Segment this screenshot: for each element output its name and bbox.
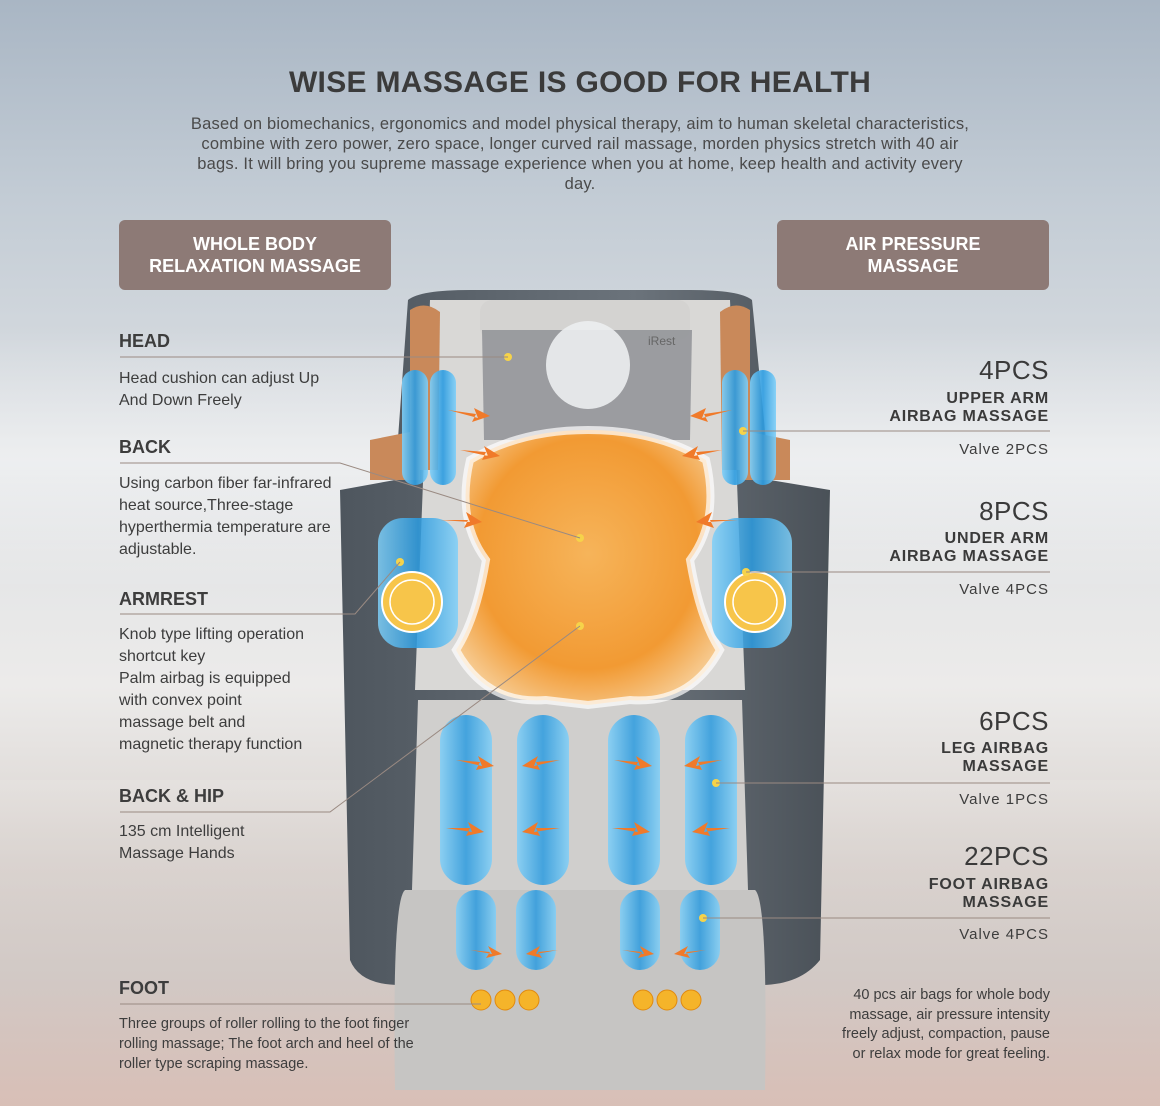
airbag-foot-4 [680,890,720,970]
leader-armrest [120,561,401,615]
upper-arm-title: UPPER ARM AIRBAG MASSAGE [889,390,1049,425]
arrow-5 [440,512,482,528]
leader-hip [120,625,581,813]
feature-armrest-text: Knob type lifting operation shortcut key… [119,626,305,753]
leg-valve: Valve 1PCS [959,791,1049,808]
airbag-foot-1 [456,890,496,970]
arrow-1 [448,408,490,422]
pressure-arrows [440,408,738,958]
leader-back [120,462,581,539]
feature-back-text: Using carbon fiber far-infrared heat sou… [119,475,332,558]
arrow-3 [690,408,732,422]
head-silhouette [546,321,630,409]
under-arm-count: 8PCS [979,496,1049,526]
roller-6 [680,989,702,1011]
leg-title: LEG AIRBAG MASSAGE [941,740,1049,775]
arrow-6 [696,512,738,528]
airbag-upper-right-1 [722,370,748,485]
brand-logo: iRest [648,334,676,348]
airbag-leg-1 [440,715,492,885]
arrow-9 [614,756,652,770]
air-pressure-banner: AIR PRESSURE MASSAGE [777,220,1049,290]
feature-foot-title: FOOT [119,978,169,998]
intro-paragraph: Based on biomechanics, ergonomics and mo… [190,115,970,193]
airbag-foot-3 [620,890,660,970]
airbag-leg-4 [685,715,737,885]
airbag-upper-left-1 [402,370,428,485]
arrow-16 [526,946,558,958]
leg-rest [412,700,748,890]
upper-arm-valve: Valve 2PCS [959,441,1049,458]
airbag-upper-left-2 [430,370,456,485]
roller-2 [494,989,516,1011]
magnet-right [724,571,786,633]
airbag-leg-2 [517,715,569,885]
arrow-17 [622,946,654,958]
foot-airbag-title: FOOT AIRBAG MASSAGE [928,876,1049,911]
feature-back-hip-text: 135 cm Intelligent Massage Hands [119,823,245,862]
airbag-foot-2 [516,890,556,970]
arrow-14 [692,822,730,836]
feature-foot-text: Three groups of roller rolling to the fo… [119,1016,414,1072]
feature-armrest-title: ARMREST [119,589,208,609]
upper-arm-count: 4PCS [979,355,1049,385]
left-leader-lines [120,356,581,1005]
arrow-13 [612,822,650,836]
feature-head-title: HEAD [119,331,171,351]
feature-head-text: Head cushion can adjust Up And Down Free… [119,370,320,409]
airbag-footnote: 40 pcs air bags for whole body massage, … [842,987,1050,1062]
foot-rollers [470,989,702,1011]
under-arm-title: UNDER ARM AIRBAG MASSAGE [889,530,1049,565]
upper-arm-airbags [402,370,776,485]
air-pressure-banner-label: AIR PRESSURE MASSAGE [845,234,981,276]
arrow-2 [460,446,500,460]
arrow-4 [682,446,722,460]
arrow-12 [522,822,560,836]
magnet-left-ring [389,579,435,625]
arrow-10 [684,756,722,770]
page-title: WISE MASSAGE IS GOOD FOR HEALTH [288,66,872,99]
under-arm-valve: Valve 4PCS [959,581,1049,598]
whole-body-banner: WHOLE BODY RELAXATION MASSAGE [119,220,391,290]
magnet-right-ring [732,579,778,625]
airbag-leg-3 [608,715,660,885]
feature-back-hip-title: BACK & HIP [119,786,225,806]
foot-airbags [456,890,720,970]
magnet-left [381,571,443,633]
arrow-8 [522,756,560,770]
feature-back-title: BACK [119,437,171,457]
right-leader-lines [703,430,1050,919]
arrow-7 [456,756,494,770]
roller-1 [470,989,492,1011]
arrow-11 [446,822,484,836]
roller-3 [518,989,540,1011]
leg-airbags [440,715,737,885]
arrow-18 [674,946,706,958]
under-arm-airbags [378,518,792,648]
foot-airbag-valve: Valve 4PCS [959,926,1049,943]
roller-5 [656,989,678,1011]
foot-airbag-count: 22PCS [964,841,1049,871]
leg-count: 6PCS [979,706,1049,736]
body-heat-zone [451,425,725,710]
arrow-15 [470,946,502,958]
airbag-upper-right-2 [750,370,776,485]
whole-body-banner-label: WHOLE BODY RELAXATION MASSAGE [149,234,361,276]
roller-4 [632,989,654,1011]
